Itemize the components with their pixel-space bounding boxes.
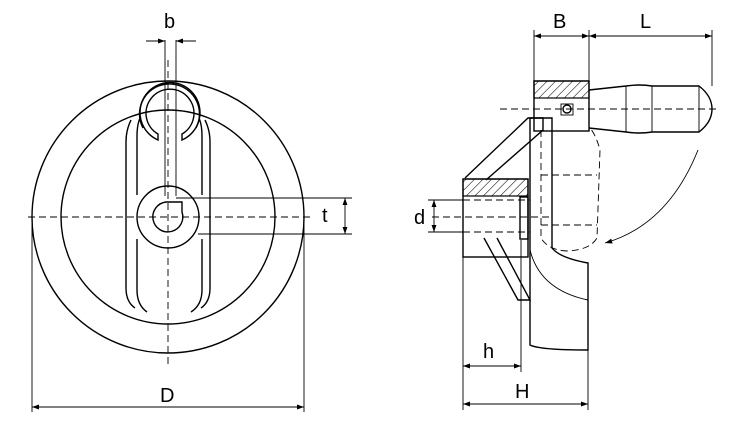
spoke-lower-right (190, 239, 203, 313)
spoke-right-inner (198, 117, 203, 195)
label-B: B (553, 11, 566, 33)
side-view: B L d h H (414, 11, 716, 410)
rim-profile (529, 117, 589, 351)
rotation-arrow (604, 149, 699, 244)
handle-mount (533, 80, 590, 132)
upper-spoke (464, 117, 544, 181)
label-D: D (160, 385, 174, 407)
hub-hatch (462, 178, 529, 197)
label-H: H (515, 381, 529, 403)
handle-mount-hatch (533, 80, 590, 99)
handle-boss-slot (138, 83, 201, 129)
spoke-right (200, 119, 211, 309)
label-b: b (164, 11, 175, 33)
spoke-lower-left (136, 239, 148, 313)
front-view: b t D (28, 11, 352, 412)
label-L: L (640, 11, 651, 33)
lower-spoke (483, 237, 532, 301)
label-h: h (483, 341, 494, 363)
label-t: t (322, 205, 328, 227)
folded-handle (540, 127, 601, 252)
spoke-left-inner (136, 117, 141, 195)
label-d: d (414, 207, 425, 229)
spoke-left (125, 119, 136, 309)
